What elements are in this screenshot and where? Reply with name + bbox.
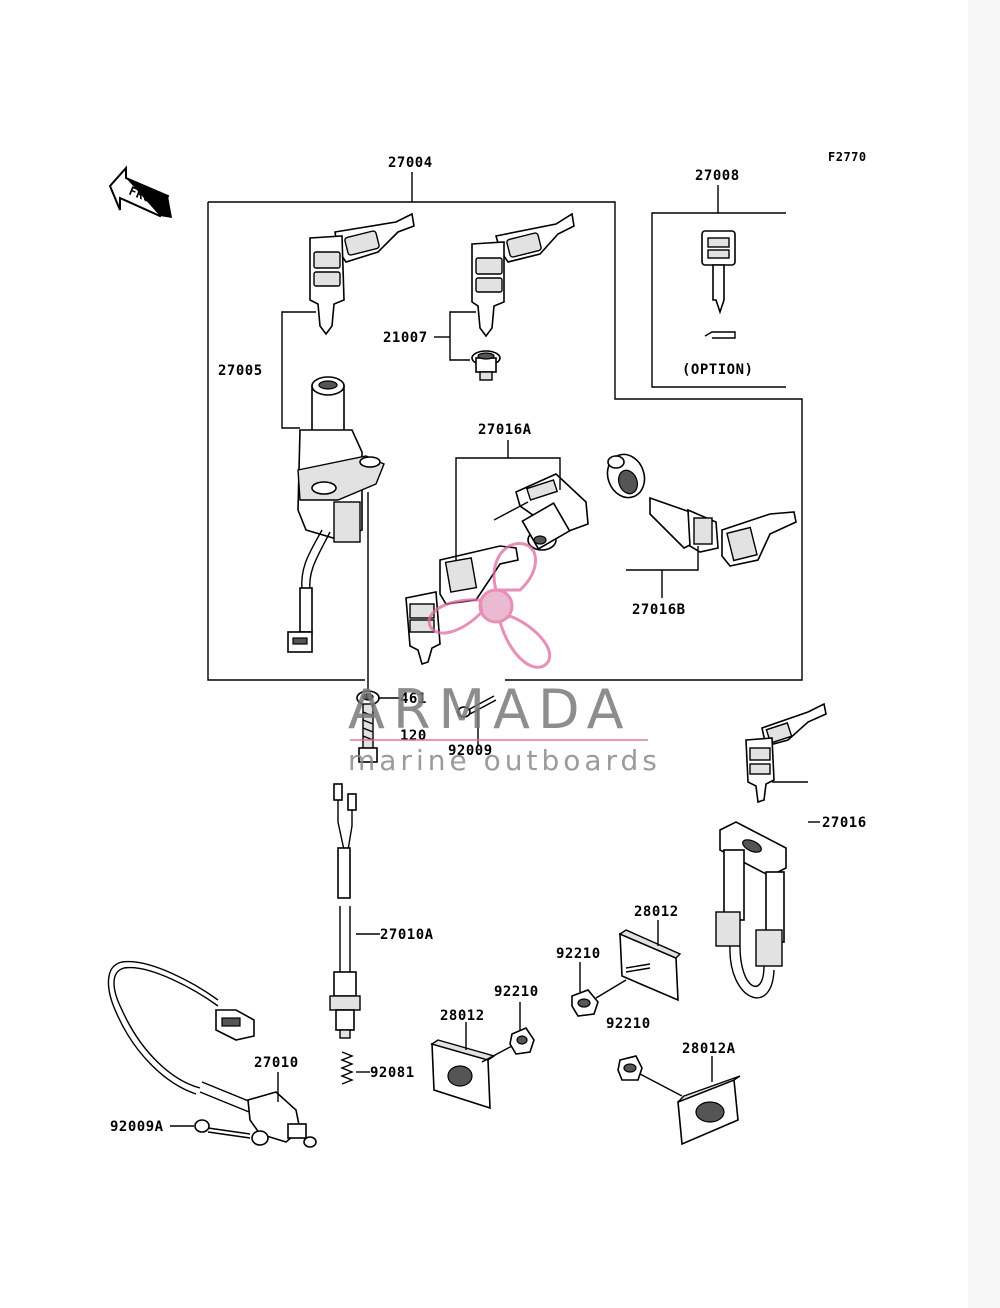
label-92210-c: 92210: [606, 1016, 651, 1032]
leader-27005: [281, 311, 316, 429]
label-92210-b: 92210: [556, 946, 601, 962]
plate-28012-top-icon: [618, 929, 682, 1002]
bolt-stack-icon: [356, 492, 380, 763]
label-27008: 27008: [695, 168, 740, 184]
label-461: 461: [400, 691, 427, 707]
seat-lock-27016a-icon: [405, 473, 589, 666]
plate-28012-left-icon: [430, 1039, 496, 1110]
leader-21007: [449, 311, 476, 361]
front-arrow-icon: FRONT: [108, 165, 172, 218]
label-92009: 92009: [448, 743, 493, 759]
lock-cylinder-27016b-icon: [606, 453, 797, 567]
label-28012-left: 28012: [440, 1008, 485, 1024]
key-pair-left-icon: [309, 212, 415, 336]
page-edge: [968, 0, 1000, 1308]
label-27005: 27005: [218, 363, 263, 379]
label-28012a: 28012A: [682, 1041, 736, 1057]
label-28012-top: 28012: [634, 904, 679, 920]
key-holder-icon: [715, 821, 787, 999]
label-21007: 21007: [383, 330, 428, 346]
watermark-tagline: marine outboards: [348, 744, 661, 777]
label-92009a: 92009A: [110, 1119, 164, 1135]
label-27010a: 27010A: [380, 927, 434, 943]
option-label: (OPTION): [682, 362, 753, 378]
screw-92009-icon: [457, 695, 497, 745]
watermark-brand: ARMADA: [348, 678, 632, 741]
switch-27010a-icon: [329, 783, 361, 1085]
plate-28012a-icon: [617, 1055, 741, 1146]
ignition-switch-icon: [287, 376, 385, 653]
label-92210-a: 92210: [494, 984, 539, 1000]
label-27004: 27004: [388, 155, 433, 171]
option-key-icon: [701, 230, 736, 339]
armada-logo-icon: [427, 542, 552, 669]
assembly-frame-27004: [207, 172, 803, 681]
key-pair-right-icon: [471, 212, 575, 381]
nut-92210-b-icon: [571, 962, 627, 1017]
label-27010: 27010: [254, 1055, 299, 1071]
nut-92210-a-icon: [481, 1002, 535, 1063]
label-92081: 92081: [370, 1065, 415, 1081]
label-27016: 27016: [822, 815, 867, 831]
leader-27016b: [626, 546, 699, 571]
switch-27010-icon: [107, 960, 317, 1148]
label-27016a: 27016A: [478, 422, 532, 438]
screw-92009a-icon: [194, 1119, 251, 1139]
label-27016b: 27016B: [632, 602, 686, 618]
key-set-27016-icon: [745, 702, 827, 804]
figure-code: F2770: [828, 150, 867, 164]
option-frame-27008: [651, 185, 786, 388]
